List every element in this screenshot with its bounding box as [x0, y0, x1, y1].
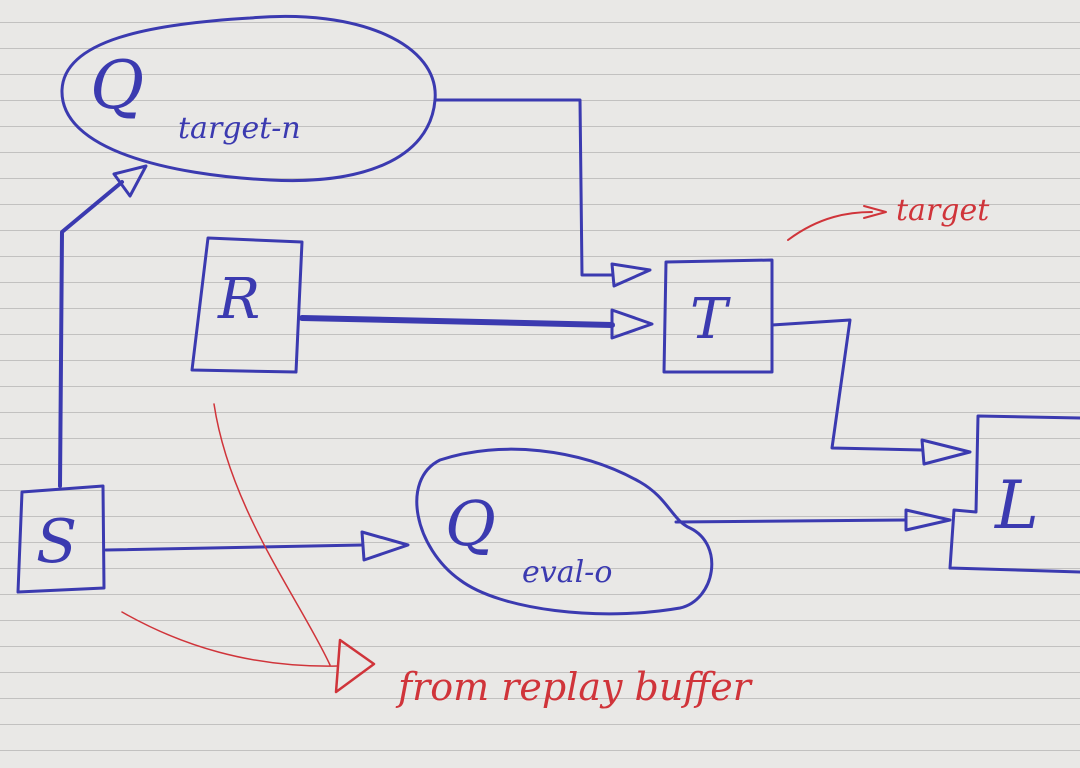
- state-to-q-eval-line: [104, 543, 364, 552]
- q-target-subscript: target-n: [178, 111, 301, 146]
- state-node: S: [16, 484, 106, 594]
- reward-to-t-arrowhead: [610, 308, 654, 340]
- state-box: [16, 484, 106, 594]
- q-eval-subscript: eval-o: [522, 555, 612, 590]
- target-node: T: [662, 258, 774, 374]
- q-eval-to-loss-line: [674, 518, 908, 524]
- annotations: target from replay buffer: [121, 193, 990, 709]
- q-target-node: Q target-n: [60, 14, 437, 183]
- state-to-q-target-arrowhead: [112, 164, 148, 198]
- q-eval-symbol: Q: [445, 487, 496, 560]
- target-note-arrowhead: [863, 205, 887, 219]
- loss-symbol: L: [994, 467, 1039, 544]
- q-eval-to-loss-arrowhead: [904, 508, 952, 532]
- replay-note-arrowhead: [334, 638, 376, 694]
- q-eval-blob: [415, 447, 714, 616]
- q-target-to-t-line: [433, 98, 614, 277]
- reward-box: [190, 236, 304, 374]
- loss-box: [948, 414, 1080, 574]
- loss-node: L: [948, 414, 1080, 574]
- target-note-pointer: [787, 211, 873, 241]
- replay-note-text: from replay buffer: [395, 665, 754, 709]
- reward-to-buffer-curve: [213, 403, 331, 666]
- reward-node: R: [190, 236, 304, 374]
- target-box: [662, 258, 774, 374]
- reward-symbol: R: [217, 267, 260, 332]
- reward-to-t-line: [299, 315, 615, 328]
- state-to-q-target-line: [58, 180, 124, 488]
- q-target-symbol: Q: [90, 47, 144, 124]
- state-symbol: S: [36, 507, 77, 577]
- state-to-q-eval-arrowhead: [360, 530, 410, 562]
- t-to-loss-line: [770, 318, 924, 452]
- q-target-ellipse: [60, 14, 437, 183]
- q-eval-node: Q eval-o: [415, 447, 714, 616]
- target-symbol: T: [690, 287, 731, 352]
- target-note-text: target: [896, 193, 990, 228]
- state-to-buffer-curve: [121, 611, 339, 667]
- t-to-loss-arrowhead: [920, 438, 972, 466]
- q-target-to-t-arrowhead: [610, 262, 652, 288]
- connectors: [58, 98, 972, 562]
